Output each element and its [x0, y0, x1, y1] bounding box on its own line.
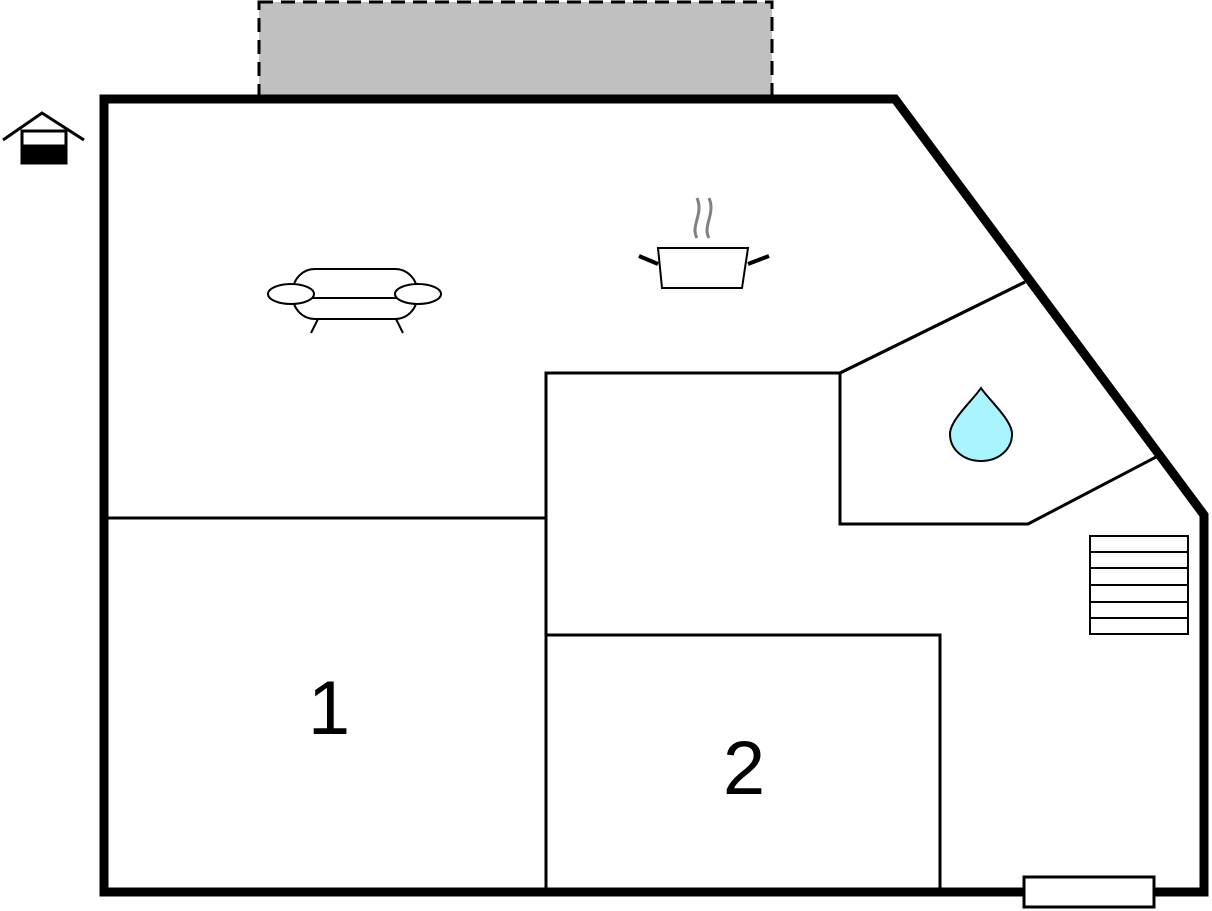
wall-bedroom2 — [546, 633, 942, 892]
water-drop-icon — [948, 386, 1014, 463]
room-1-number: 1 — [308, 666, 350, 751]
sofa-icon — [267, 268, 442, 334]
terrace — [257, 0, 774, 100]
stairs-icon — [1089, 535, 1189, 635]
house-entrance-icon — [2, 111, 85, 165]
bathroom-wall — [838, 280, 1159, 526]
wall-hallway — [544, 371, 840, 892]
room-2-number: 2 — [723, 726, 765, 811]
outer-wall — [99, 94, 1209, 897]
window — [1022, 875, 1156, 909]
cooking-pot-icon — [638, 197, 770, 289]
